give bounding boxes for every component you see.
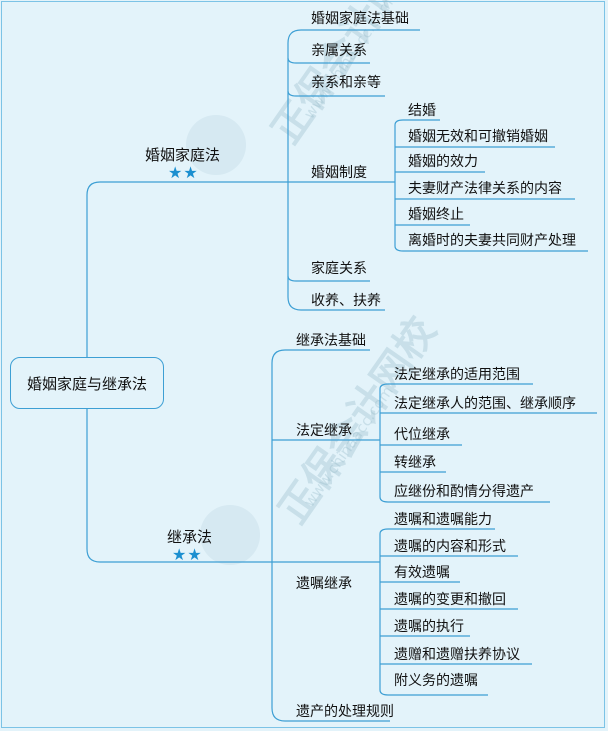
node-testamentary-5: 遗赠和遗赠扶养协议: [394, 647, 520, 663]
node-family-relations: 家庭关系: [311, 261, 367, 277]
node-testamentary-inheritance: 遗嘱继承: [296, 576, 352, 592]
node-statutory-2: 代位继承: [394, 427, 450, 443]
node-testamentary-1: 遗嘱的内容和形式: [394, 539, 506, 555]
node-testamentary-0: 遗嘱和遗嘱能力: [394, 512, 492, 528]
node-statutory-0: 法定继承的适用范围: [394, 367, 520, 383]
node-kinship-degree: 亲系和亲等: [311, 75, 381, 91]
node-marriage-system-1: 婚姻无效和可撤销婚姻: [408, 129, 548, 145]
node-testamentary-2: 有效遗嘱: [394, 565, 450, 581]
node-marriage-family-law: 婚姻家庭法: [145, 146, 221, 164]
node-testamentary-3: 遗嘱的变更和撤回: [394, 592, 506, 608]
root-node: 婚姻家庭与继承法: [10, 357, 164, 409]
node-testamentary-4: 遗嘱的执行: [394, 619, 464, 635]
node-inheritance-basics: 继承法基础: [296, 333, 366, 349]
node-statutory-inheritance: 法定继承: [296, 423, 352, 439]
star-rating-icon: ★★: [172, 545, 203, 564]
node-estate-rules: 遗产的处理规则: [296, 704, 394, 720]
node-marriage-system: 婚姻制度: [311, 165, 367, 181]
node-relatives: 亲属关系: [311, 43, 367, 59]
node-testamentary-6: 附义务的遗嘱: [394, 673, 478, 689]
watermark-logo-icon: [186, 115, 246, 175]
star-rating-icon: ★★: [168, 163, 199, 182]
node-marriage-system-2: 婚姻的效力: [408, 154, 478, 170]
node-inheritance-law: 继承法: [167, 528, 213, 546]
node-statutory-3: 转继承: [394, 455, 436, 471]
node-marriage-system-5: 离婚时的夫妻共同财产处理: [408, 233, 576, 249]
node-marriage-system-4: 婚姻终止: [408, 207, 464, 223]
node-marriage-system-3: 夫妻财产法律关系的内容: [408, 181, 562, 197]
node-marriage-basics: 婚姻家庭法基础: [311, 11, 409, 27]
node-marriage-system-0: 结婚: [408, 103, 436, 119]
node-adoption-support: 收养、扶养: [311, 293, 381, 309]
watermark-logo-icon: [200, 505, 260, 565]
root-label: 婚姻家庭与继承法: [26, 374, 147, 393]
node-statutory-4: 应继份和酌情分得遗产: [394, 484, 534, 500]
node-statutory-1: 法定继承人的范围、继承顺序: [394, 396, 576, 412]
